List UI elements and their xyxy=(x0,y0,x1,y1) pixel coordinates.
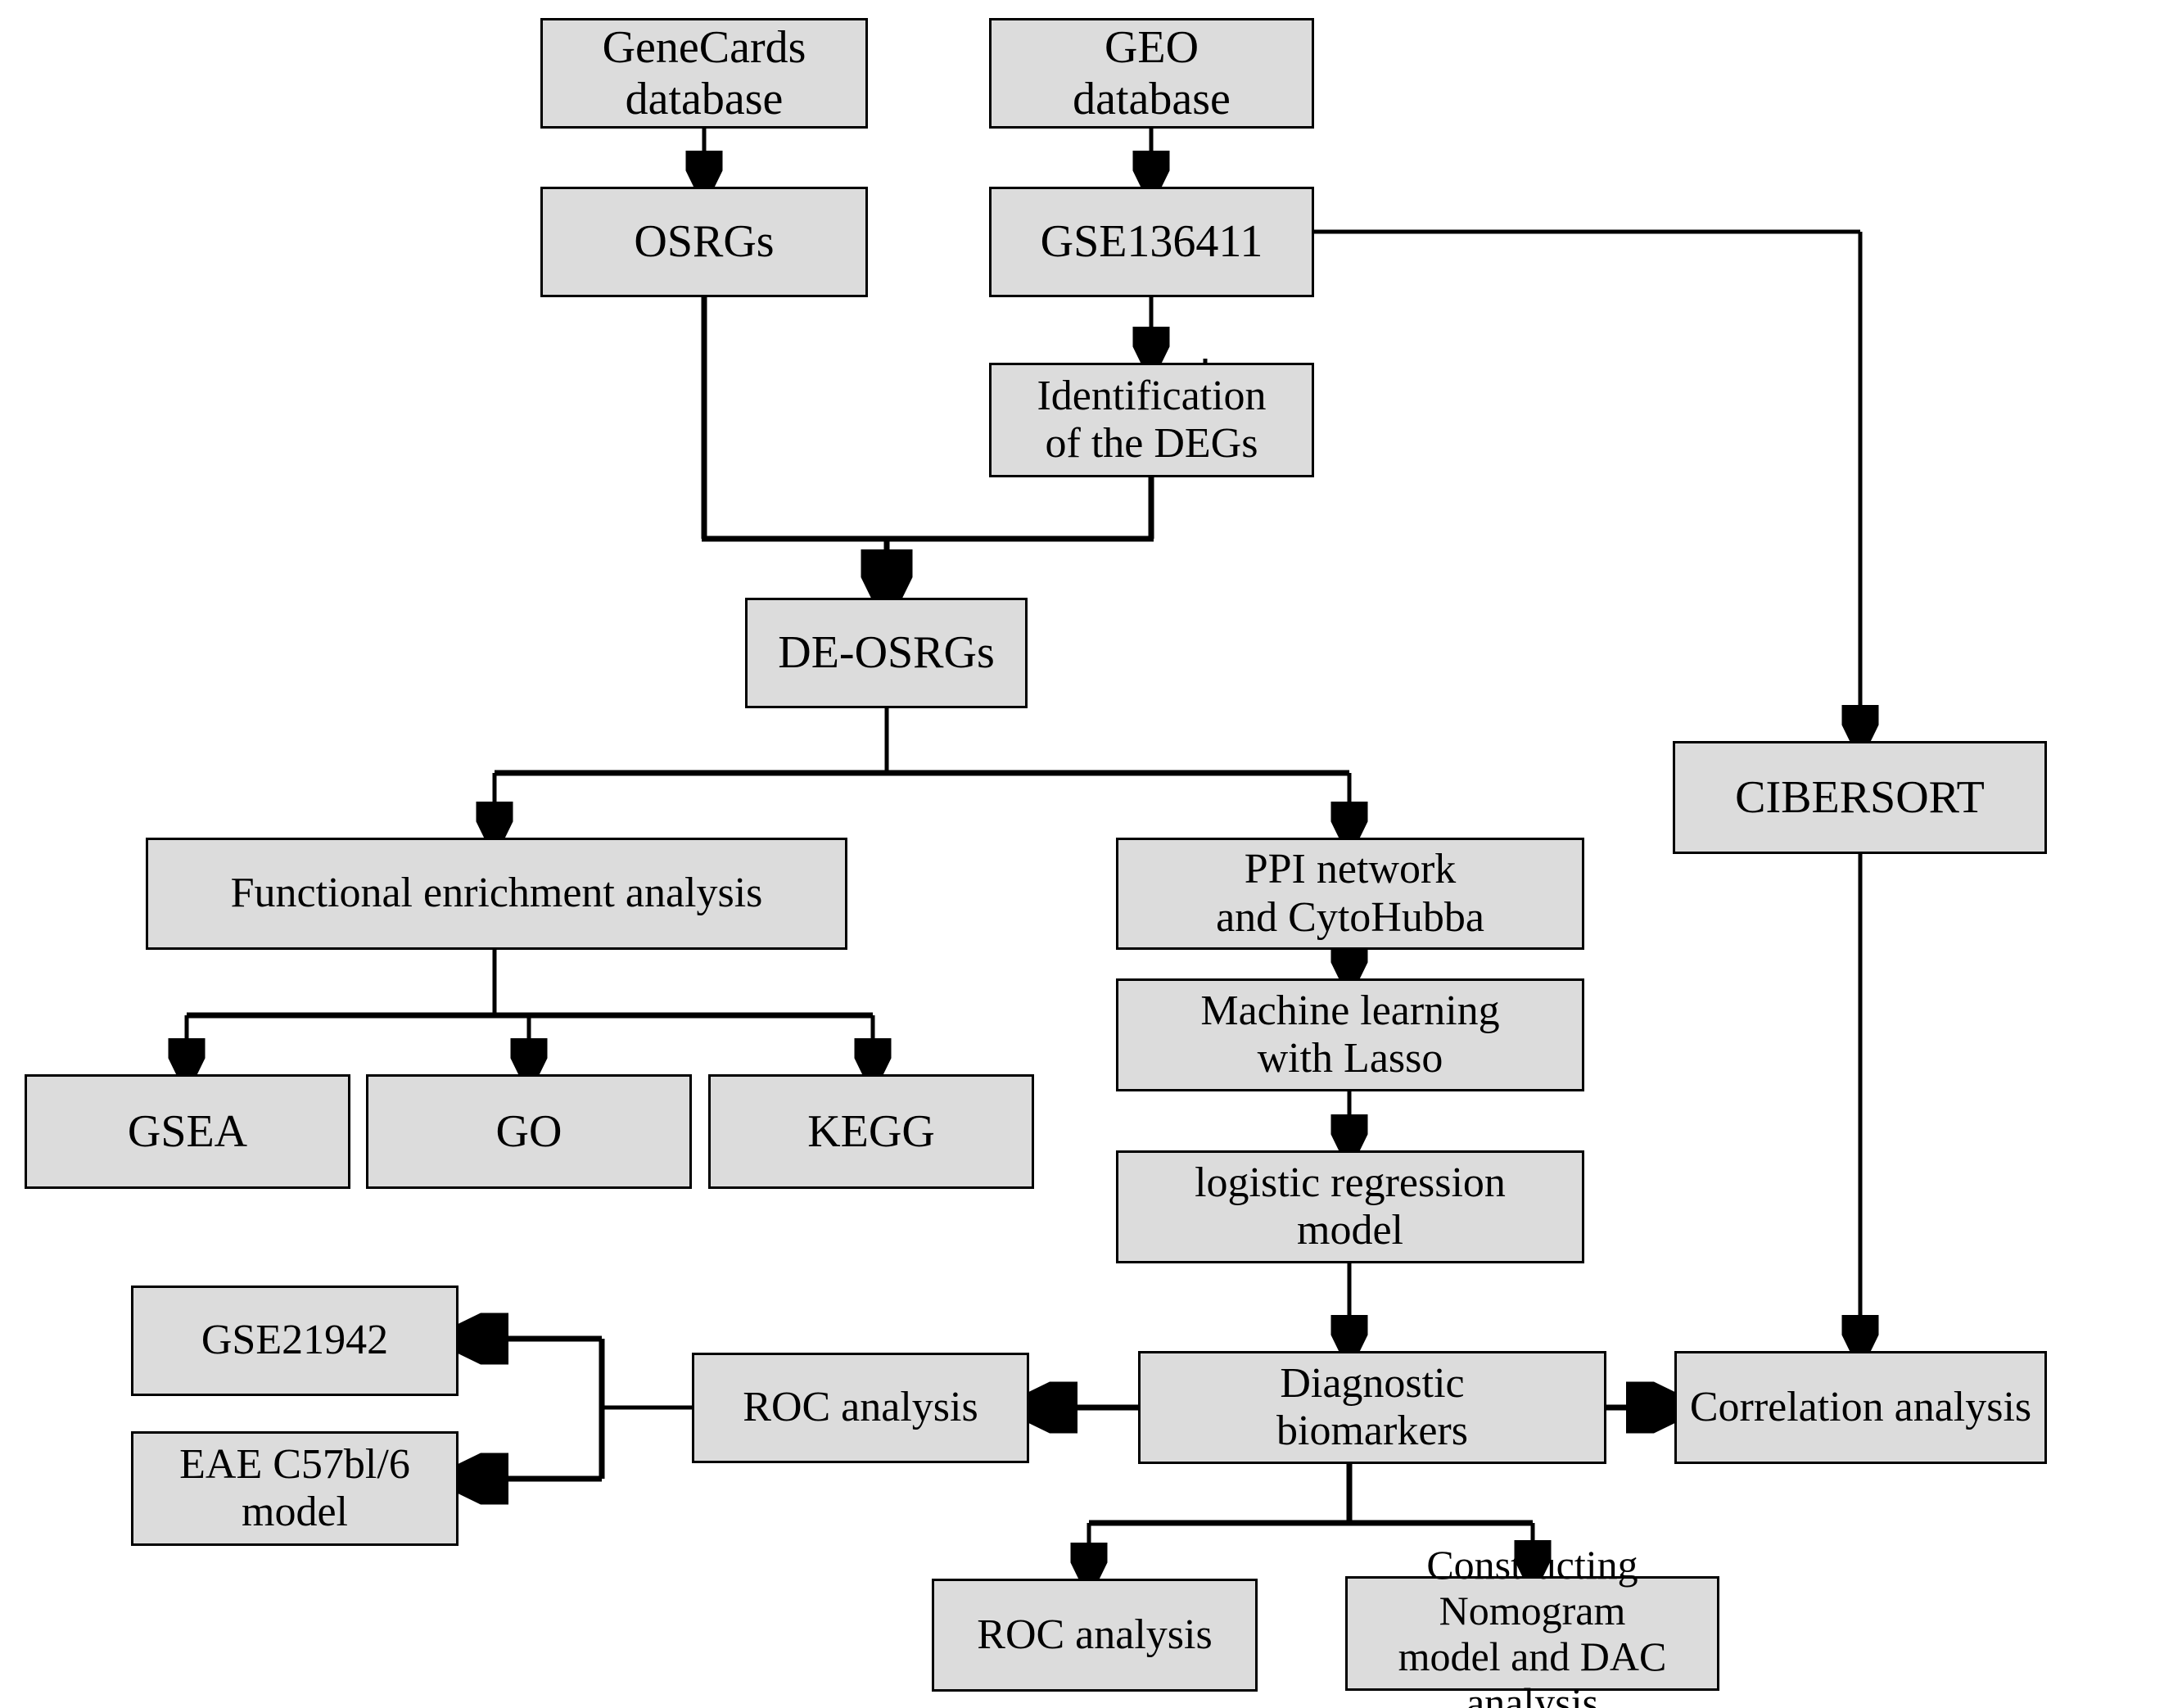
node-ppi-network-cytohubba[interactable]: PPI network and CytoHubba xyxy=(1116,838,1584,950)
node-label: GSE136411 xyxy=(1040,216,1263,268)
node-geo-database[interactable]: GEO database xyxy=(989,18,1314,129)
node-label: GO xyxy=(495,1105,562,1157)
node-label: PPI network and CytoHubba xyxy=(1216,846,1484,941)
node-label: GSE21942 xyxy=(201,1317,389,1364)
node-label: Constructing Nomogram model and DAC anal… xyxy=(1398,1542,1667,1708)
node-osrgs[interactable]: OSRGs xyxy=(540,187,868,297)
node-roc-analysis-biomarkers[interactable]: ROC analysis xyxy=(932,1579,1258,1692)
node-de-osrgs[interactable]: DE-OSRGs xyxy=(745,598,1028,708)
node-label: DE-OSRGs xyxy=(778,627,995,679)
node-label: ROC analysis xyxy=(743,1384,978,1431)
node-label: ROC analysis xyxy=(977,1611,1213,1658)
node-diagnostic-biomarkers[interactable]: Diagnostic biomarkers xyxy=(1138,1351,1606,1464)
node-correlation-analysis[interactable]: Correlation analysis xyxy=(1674,1351,2047,1464)
node-kegg[interactable]: KEGG xyxy=(708,1074,1034,1189)
node-label: logistic regression model xyxy=(1195,1159,1506,1254)
node-label: CIBERSORT xyxy=(1735,771,1985,823)
node-label: Diagnostic biomarkers xyxy=(1276,1359,1468,1454)
node-identification-degs[interactable]: Identification of the DEGs xyxy=(989,363,1314,477)
node-gsea[interactable]: GSEA xyxy=(25,1074,350,1189)
node-label: OSRGs xyxy=(634,216,775,268)
node-cibersort[interactable]: CIBERSORT xyxy=(1673,741,2047,854)
node-machine-learning-lasso[interactable]: Machine learning with Lasso xyxy=(1116,978,1584,1091)
node-go[interactable]: GO xyxy=(366,1074,692,1189)
node-label: GEO database xyxy=(1073,21,1231,124)
node-label: Correlation analysis xyxy=(1689,1383,2032,1430)
node-functional-enrichment-analysis[interactable]: Functional enrichment analysis xyxy=(146,838,847,950)
node-label: Functional enrichment analysis xyxy=(230,870,763,917)
node-logistic-regression-model[interactable]: logistic regression model xyxy=(1116,1150,1584,1263)
node-eae-c57bl6-model[interactable]: EAE C57bl/6 model xyxy=(131,1431,459,1546)
node-genecards-database[interactable]: GeneCards database xyxy=(540,18,868,129)
node-constructing-nomogram-dac[interactable]: Constructing Nomogram model and DAC anal… xyxy=(1345,1542,1719,1708)
node-gse136411[interactable]: GSE136411 xyxy=(989,187,1314,297)
node-gse21942[interactable]: GSE21942 xyxy=(131,1286,459,1396)
node-label: EAE C57bl/6 model xyxy=(179,1440,410,1535)
node-label: Machine learning with Lasso xyxy=(1200,987,1500,1082)
node-label: GSEA xyxy=(127,1105,248,1157)
node-label: KEGG xyxy=(807,1105,935,1157)
node-label: GeneCards database xyxy=(602,21,806,124)
node-roc-analysis-validation[interactable]: ROC analysis xyxy=(692,1353,1029,1463)
node-label: Identification of the DEGs xyxy=(1037,372,1267,467)
